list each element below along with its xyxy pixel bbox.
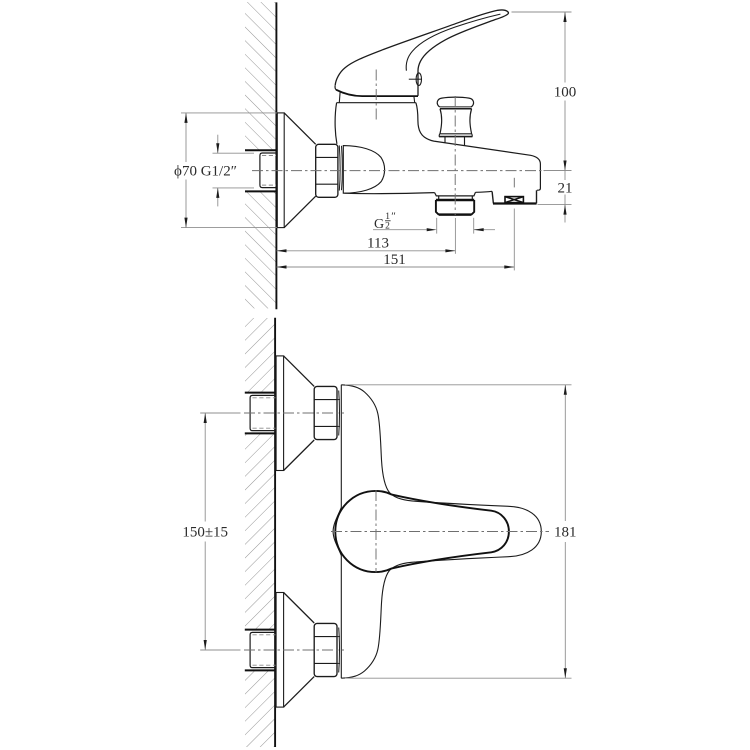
outlet-thread-box: [504, 195, 525, 204]
dim-text-G12-den: 2: [385, 221, 390, 231]
arrowhead-down: [203, 640, 207, 650]
arrowhead-down: [563, 668, 567, 679]
dim-text-21: 21: [558, 180, 573, 196]
diverter-base-left: [438, 133, 441, 137]
hatch-area: [245, 191, 276, 309]
arrowhead-left: [473, 228, 484, 232]
dim-text-100: 100: [554, 84, 577, 100]
washer-seam: [338, 145, 341, 191]
dim-113: 113: [276, 218, 456, 254]
arrowhead-down: [184, 217, 188, 228]
dim-text-G12-inch: ″: [391, 211, 396, 223]
dim-text-G: G: [374, 217, 384, 232]
arrowhead-down: [216, 143, 220, 154]
label-G12: G 1 2 ″: [374, 211, 396, 233]
arrowhead-right: [504, 265, 515, 269]
dim-181: 181: [345, 384, 577, 679]
hatch-area: [245, 433, 275, 630]
arrowhead-down: [563, 160, 567, 171]
dome-connector: [342, 145, 386, 194]
arrowhead-up: [563, 12, 567, 22]
arrowhead-up: [203, 413, 207, 423]
escutcheon-cone-edge: [283, 592, 315, 624]
arrowhead-up: [216, 187, 220, 198]
arrowhead-left: [276, 249, 287, 253]
wall-hatch-side: [245, 2, 276, 309]
arrowhead-right: [445, 249, 456, 253]
arrowhead-up: [184, 112, 188, 123]
dimensions-side: 100 21 ϕ70 G1/2″: [174, 11, 577, 271]
arrowhead-left: [276, 265, 287, 269]
hatch-area: [245, 2, 276, 151]
side-view: 100 21 ϕ70 G1/2″: [174, 2, 577, 310]
hatch-area: [245, 318, 275, 393]
escutcheon-cone-edge: [283, 439, 315, 471]
collar-right: [413, 96, 416, 103]
dim-text-150: 150±15: [182, 525, 228, 541]
outlet-left-wall: [491, 191, 495, 204]
hatch-area: [245, 670, 275, 747]
dim-text-181: 181: [554, 525, 577, 541]
escutcheon-cone-bottom: [283, 195, 317, 229]
wall-hatch-plan: [245, 318, 275, 747]
shower-outlet: [491, 190, 538, 205]
diverter-waist-left: [439, 108, 443, 134]
dim-nipple-thread: [212, 134, 254, 207]
dim-text-escutcheon: ϕ70 G1/2″: [174, 164, 237, 180]
arrowhead-up: [563, 204, 567, 215]
escutcheon-cone-edge: [283, 676, 315, 708]
dim-text-G12-num: 1: [385, 212, 390, 222]
escutcheon-cone-edge: [283, 355, 315, 387]
dim-text-113: 113: [367, 236, 389, 252]
dim-151: 151: [276, 208, 515, 271]
body-right-and-spout-top: [415, 102, 541, 191]
handle-inner-crease: [405, 13, 501, 71]
handle-outline: [334, 9, 510, 96]
collar-left: [338, 90, 341, 103]
outlet-thread-cross: [504, 195, 524, 204]
body-left-edge: [334, 102, 338, 145]
dim-150: 150±15: [182, 413, 228, 650]
plan-view: 150±15 181: [182, 317, 577, 747]
washer-seam: [338, 390, 340, 436]
dim-100: 100: [554, 12, 577, 171]
spout-bottom-left: [344, 192, 435, 195]
diverter-waist-right: [469, 108, 473, 134]
dim-21: 21: [558, 170, 573, 223]
handle-left-corner: [334, 85, 337, 91]
washer-seam: [338, 627, 340, 673]
escutcheon-cone-top: [283, 112, 317, 145]
washer-seam: [341, 145, 343, 191]
dim-escutcheon: ϕ70 G1/2″: [174, 112, 277, 229]
arrowhead-up: [563, 384, 567, 395]
dimensions-plan: 150±15 181: [182, 384, 577, 679]
spout-bottom-right: [475, 190, 493, 193]
diverter-base-right: [471, 133, 473, 137]
handle-bottom-edge: [335, 88, 418, 97]
dim-aerator-thread: G 1 2 ″: [373, 211, 495, 234]
dim-text-151: 151: [383, 252, 406, 268]
arrowhead-right: [426, 228, 437, 232]
